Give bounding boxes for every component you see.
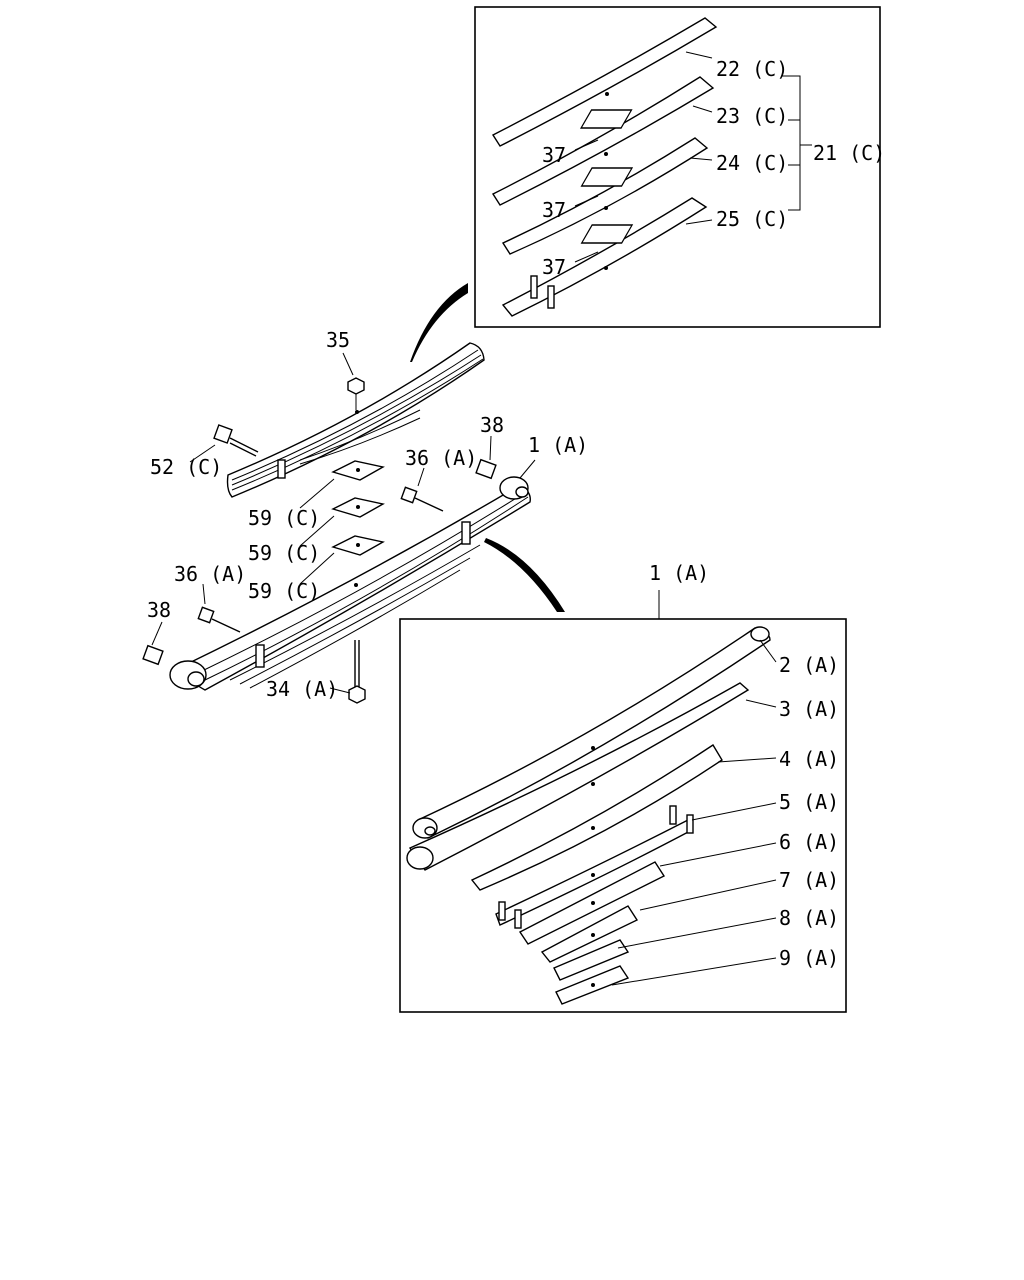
label-25: 25 (C) (716, 207, 788, 231)
helper-spring-assembly (189, 342, 485, 585)
label-21: 21 (C) (813, 141, 885, 165)
label-24: 24 (C) (716, 151, 788, 175)
label-22: 22 (C) (716, 57, 788, 81)
label-59-a: 59 (C) (248, 506, 320, 530)
label-34: 34 (A) (266, 677, 338, 701)
label-4: 4 (A) (779, 747, 839, 771)
main-spring-assembly: 35 52 (C) 38 1 (A) 36 (A) 59 (C) 59 (C) … (142, 328, 588, 704)
label-5: 5 (A) (779, 790, 839, 814)
label-8: 8 (A) (779, 906, 839, 930)
label-2: 2 (A) (779, 653, 839, 677)
leaf-9 (553, 939, 630, 981)
leaf-24 (501, 137, 709, 255)
leaf-2 (417, 627, 771, 839)
label-59-c: 59 (C) (248, 579, 320, 603)
label-36-front: 36 (A) (174, 562, 246, 586)
helper-spring-detail-frame: 22 (C) 23 (C) 24 (C) 25 (C) 21 (C) 37 37… (474, 6, 885, 328)
leaf-23 (491, 76, 715, 206)
label-7: 7 (A) (779, 868, 839, 892)
label-37-b: 37 (542, 198, 566, 222)
pad-37-b (580, 167, 634, 187)
label-38-front: 38 (147, 598, 171, 622)
label-1-main: 1 (A) (528, 433, 588, 457)
main-spring-detail-frame: 1 (A) (399, 561, 847, 1013)
label-52: 52 (C) (150, 455, 222, 479)
leaf-3 (408, 682, 750, 871)
leaf-8 (540, 905, 639, 963)
label-37-a: 37 (542, 143, 566, 167)
detail-connector-bottom (484, 538, 565, 612)
pad-37-c (580, 224, 634, 244)
label-38-rear: 38 (480, 413, 504, 437)
label-23: 23 (C) (716, 104, 788, 128)
leaf-22 (491, 17, 718, 147)
label-1-detail: 1 (A) (649, 561, 709, 585)
label-36-rear: 36 (A) (405, 446, 477, 470)
leaf-4 (470, 744, 723, 891)
label-35: 35 (326, 328, 350, 352)
label-59-b: 59 (C) (248, 541, 320, 565)
label-37-c: 37 (542, 255, 566, 279)
label-3: 3 (A) (779, 697, 839, 721)
label-6: 6 (A) (779, 830, 839, 854)
detail-connector-top (410, 283, 468, 362)
label-9: 9 (A) (779, 946, 839, 970)
pad-37-a (579, 109, 633, 129)
